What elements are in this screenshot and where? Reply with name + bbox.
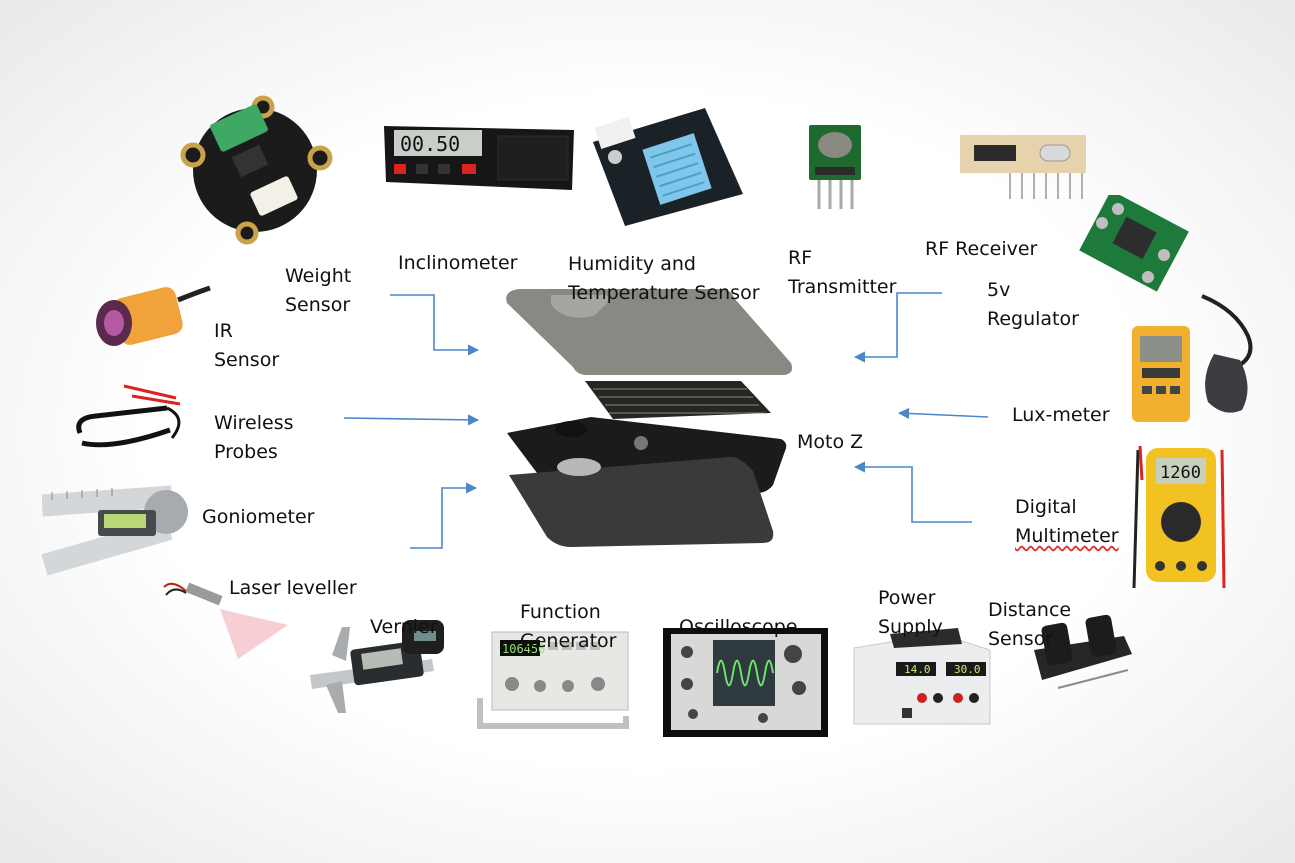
inclinometer-readout: 00.50 <box>400 132 460 156</box>
humidity-sensor-image <box>593 108 743 226</box>
goniometer-image <box>42 485 188 576</box>
ir-sensor-image <box>96 285 211 346</box>
vernier-image <box>310 620 444 713</box>
label-inclinometer: Inclinometer <box>398 252 518 274</box>
power-supply-readout-left: 14.0 <box>904 663 931 676</box>
moto-z-image <box>506 289 793 547</box>
weight-sensor-image <box>180 95 333 245</box>
label-oscilloscope: Oscilloscope <box>679 616 798 638</box>
arrow-middle-right <box>897 407 989 420</box>
arrow-middle-left <box>343 414 480 426</box>
arrow-top-right <box>853 292 942 363</box>
label-laser-leveller: Laser leveller <box>229 577 357 599</box>
arrow-bottom-left <box>410 482 478 549</box>
oscilloscope-image <box>663 628 828 737</box>
power-supply-image: 14.0 30.0 <box>853 628 991 725</box>
wireless-probes-image <box>76 384 181 448</box>
regulator-image <box>1079 195 1189 292</box>
laser-leveller-image <box>163 582 288 659</box>
function-generator-image: 106450 <box>477 631 629 729</box>
rf-transmitter-image <box>809 125 861 209</box>
label-goniometer: Goniometer <box>202 506 315 528</box>
distance-sensor-image <box>1034 614 1132 689</box>
label-vernier: Vernier <box>370 616 438 638</box>
multimeter-image: 1260 <box>1132 445 1226 589</box>
label-rf-receiver: RF Receiver <box>925 238 1038 260</box>
arrow-bottom-right <box>853 461 972 523</box>
label-lux-meter: Lux-meter <box>1012 404 1110 426</box>
lux-meter-image <box>1132 294 1253 422</box>
label-moto-z: Moto Z <box>797 431 864 453</box>
rf-receiver-image <box>960 135 1086 199</box>
inclinometer-image: 00.50 <box>384 126 574 190</box>
arrow-top-left <box>390 294 480 356</box>
power-supply-readout-right: 30.0 <box>954 663 981 676</box>
function-generator-readout: 106450 <box>502 642 545 656</box>
multimeter-readout: 1260 <box>1160 463 1201 483</box>
